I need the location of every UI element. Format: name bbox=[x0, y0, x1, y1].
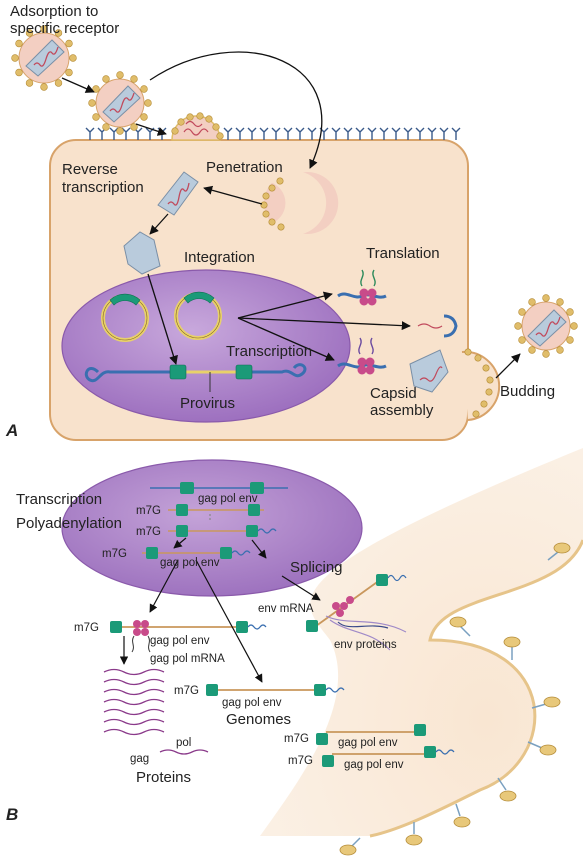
label-reverse-1: Reverse bbox=[62, 161, 118, 178]
label-provirus: Provirus bbox=[180, 395, 235, 412]
circular-dna-right bbox=[174, 291, 222, 340]
assembling-capsid bbox=[409, 349, 449, 393]
circular-dna-left bbox=[101, 293, 149, 342]
label-capsid-1: Capsid bbox=[370, 385, 417, 402]
label-transcription-a: Transcription bbox=[226, 343, 312, 360]
capsid-with-dna bbox=[157, 171, 199, 216]
panel-a-arrows bbox=[61, 51, 521, 379]
gag-pol-proteins bbox=[103, 668, 209, 755]
label-genomes: Genomes bbox=[226, 711, 291, 728]
penetration-vesicle bbox=[260, 171, 339, 235]
label-reverse-2: transcription bbox=[62, 179, 144, 196]
panel-b-arrows bbox=[119, 537, 321, 683]
gag-pol-mrna bbox=[110, 620, 267, 653]
budding-site bbox=[461, 348, 501, 421]
virion-adsorbing bbox=[11, 25, 77, 91]
host-cell-b bbox=[260, 448, 583, 836]
label-adsorption-2: specific receptor bbox=[10, 20, 119, 37]
label-integration: Integration bbox=[184, 249, 255, 266]
nuclear-transcripts bbox=[142, 482, 288, 559]
translation-ribosomes bbox=[337, 269, 387, 375]
membrane-receptors bbox=[85, 127, 461, 140]
label-penetration: Penetration bbox=[206, 159, 283, 176]
label-m7g-6: m7G bbox=[284, 733, 309, 745]
genomic-rna bbox=[206, 684, 455, 767]
label-gag-pol-env-4: gag pol env bbox=[222, 697, 282, 709]
capsid-preintegration bbox=[123, 231, 161, 275]
label-transcription-b: Transcription bbox=[16, 491, 102, 508]
virion-bound bbox=[88, 71, 152, 135]
label-budding: Budding bbox=[500, 383, 555, 400]
panel-a-letter: A bbox=[5, 421, 18, 440]
provirus-dna bbox=[84, 363, 307, 392]
label-m7g-4: m7G bbox=[74, 622, 99, 634]
nucleus-b bbox=[61, 459, 363, 597]
label-m7g-5: m7G bbox=[174, 685, 199, 697]
label-adsorption-1: Adsorption to bbox=[10, 3, 98, 20]
label-pol: pol bbox=[176, 737, 191, 749]
label-m7g-7: m7G bbox=[288, 755, 313, 767]
label-gag-pol-env-6: gag pol env bbox=[344, 759, 404, 771]
label-gag-pol-env-5: gag pol env bbox=[338, 737, 398, 749]
label-env-mrna: env mRNA bbox=[258, 603, 314, 615]
fusion-site bbox=[171, 112, 224, 141]
env-mrna-translation bbox=[306, 574, 407, 651]
label-m7g-1: m7G bbox=[136, 505, 161, 517]
label-gag-pol-env-1: gag pol env bbox=[198, 493, 258, 505]
label-translation: Translation bbox=[366, 245, 440, 262]
label-m7g-3: m7G bbox=[102, 548, 127, 560]
cell-membrane-b bbox=[369, 539, 583, 838]
rna-genome-packaging bbox=[417, 314, 458, 338]
label-env-proteins: env proteins bbox=[334, 639, 397, 651]
released-virion bbox=[514, 294, 578, 358]
label-gag-pol-mrna: gag pol mRNA bbox=[150, 653, 225, 665]
label-capsid-2: assembly bbox=[370, 402, 434, 419]
label-gag-pol-env-3: gag pol env bbox=[150, 635, 210, 647]
label-gag: gag bbox=[130, 753, 149, 765]
label-splicing: Splicing bbox=[290, 559, 343, 576]
label-polyadenylation: Polyadenylation bbox=[16, 515, 122, 532]
envelope-spikes bbox=[339, 542, 571, 856]
label-gag-pol-env-2: gag pol env bbox=[160, 557, 220, 569]
label-proteins: Proteins bbox=[136, 769, 191, 786]
panel-b-letter: B bbox=[6, 805, 18, 824]
label-m7g-2: m7G bbox=[136, 526, 161, 538]
